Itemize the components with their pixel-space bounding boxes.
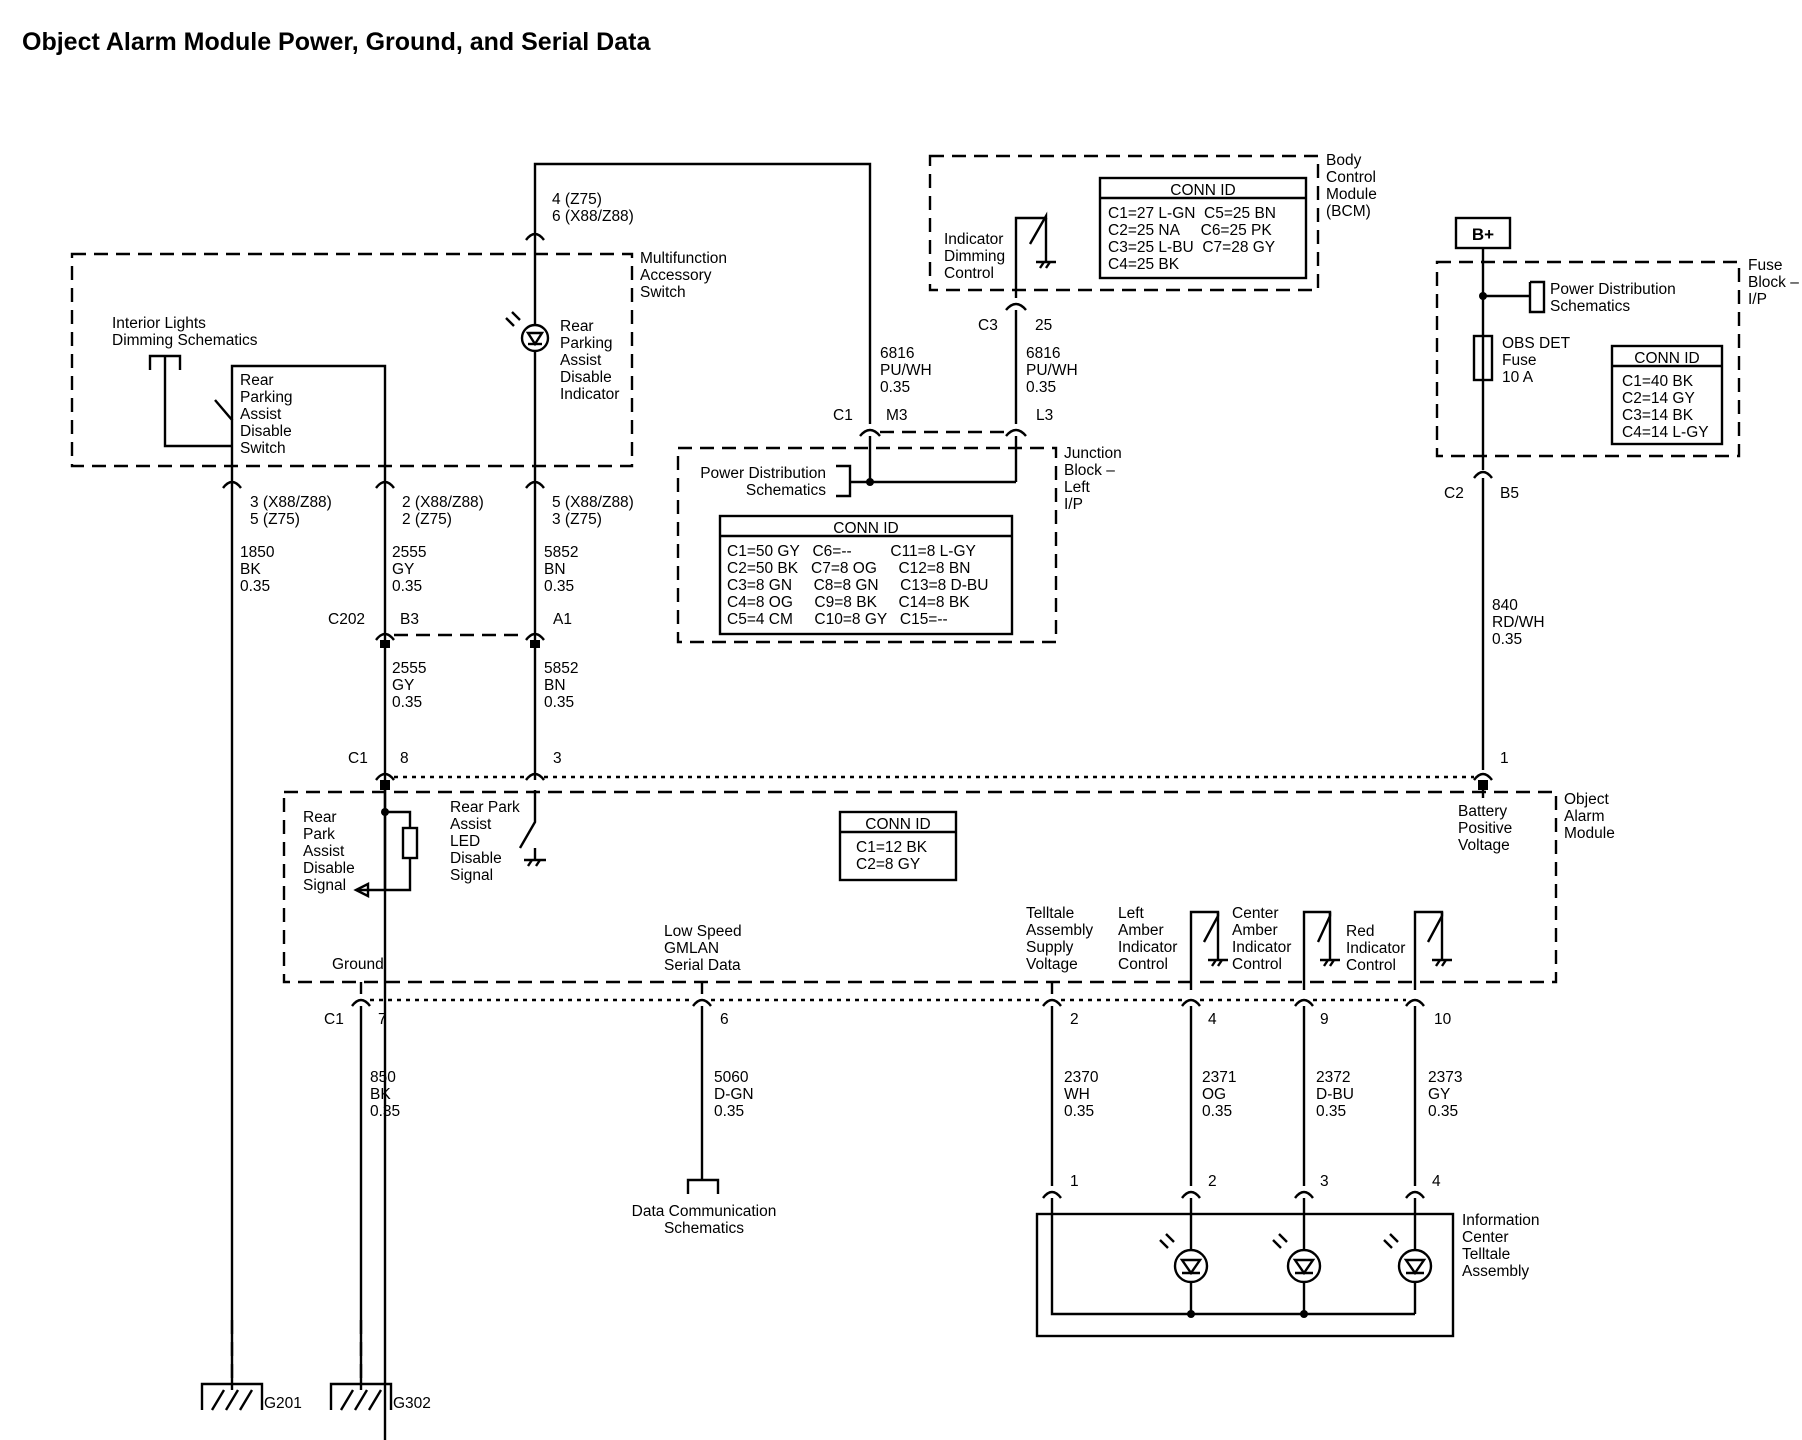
oam-3-label: 3 bbox=[553, 750, 562, 767]
ic-2-label: 2 bbox=[1208, 1173, 1217, 1190]
c202-label: C202 bbox=[328, 611, 365, 628]
resistor-icon bbox=[401, 826, 419, 860]
c202-a1-label: A1 bbox=[553, 611, 572, 628]
red-led-icon bbox=[1383, 1198, 1433, 1314]
mfs-top-pin-label: 4 (Z75)6 (X88/Z88) bbox=[552, 191, 634, 225]
ground-g201-icon bbox=[200, 1382, 264, 1411]
oam-1-label: 1 bbox=[1500, 750, 1509, 767]
oam-2-label: 2 bbox=[1070, 1011, 1079, 1028]
jb-m3-label: M3 bbox=[886, 407, 908, 424]
fb-c2-label: C2 bbox=[1444, 485, 1464, 502]
mfs-pin1-label: 3 (X88/Z88)5 (Z75) bbox=[250, 494, 332, 528]
oam-9-label: 9 bbox=[1320, 1011, 1329, 1028]
left-amber-led-icon bbox=[1159, 1198, 1209, 1314]
ic-4-label: 4 bbox=[1432, 1173, 1441, 1190]
oam-4-label: 4 bbox=[1208, 1011, 1217, 1028]
ground-g302-icon bbox=[329, 1382, 393, 1411]
center-amber-led-icon bbox=[1272, 1198, 1322, 1314]
ic-1-label: 1 bbox=[1070, 1173, 1079, 1190]
oam-c1-top-label: C1 bbox=[348, 750, 368, 767]
c202-b3-label: B3 bbox=[400, 611, 419, 628]
mfs-pin2-label: 2 (X88/Z88)2 (Z75) bbox=[402, 494, 484, 528]
ic-3-label: 3 bbox=[1320, 1173, 1329, 1190]
oam-7-label: 7 bbox=[378, 1011, 387, 1028]
oam-10-label: 10 bbox=[1434, 1011, 1452, 1028]
svg-text:B+: B+ bbox=[1472, 225, 1494, 244]
ground-signal-label: Ground bbox=[332, 956, 384, 973]
oam-8-label: 8 bbox=[400, 750, 409, 767]
svg-text:CONN ID: CONN ID bbox=[865, 816, 930, 833]
mfs-pin3-label: 5 (X88/Z88)3 (Z75) bbox=[552, 494, 634, 528]
fb-b5-label: B5 bbox=[1500, 485, 1519, 502]
oam-6-label: 6 bbox=[720, 1011, 729, 1028]
fuse-icon bbox=[1472, 334, 1494, 382]
bcm-c3-label: C3 bbox=[978, 317, 998, 334]
jb-l3-label: L3 bbox=[1036, 407, 1053, 424]
bcm-25-label: 25 bbox=[1035, 317, 1052, 334]
svg-text:CONN ID: CONN ID bbox=[1634, 350, 1699, 367]
g302-label: G302 bbox=[393, 1395, 431, 1412]
g201-label: G201 bbox=[264, 1395, 302, 1412]
jb-c1-label: C1 bbox=[833, 407, 853, 424]
oam-c1-bot-label: C1 bbox=[324, 1011, 344, 1028]
svg-text:CONN ID: CONN ID bbox=[833, 520, 898, 537]
page-title: Object Alarm Module Power, Ground, and S… bbox=[22, 28, 651, 56]
svg-text:CONN ID: CONN ID bbox=[1170, 182, 1235, 199]
battery-positive: B+ bbox=[1454, 216, 1512, 250]
